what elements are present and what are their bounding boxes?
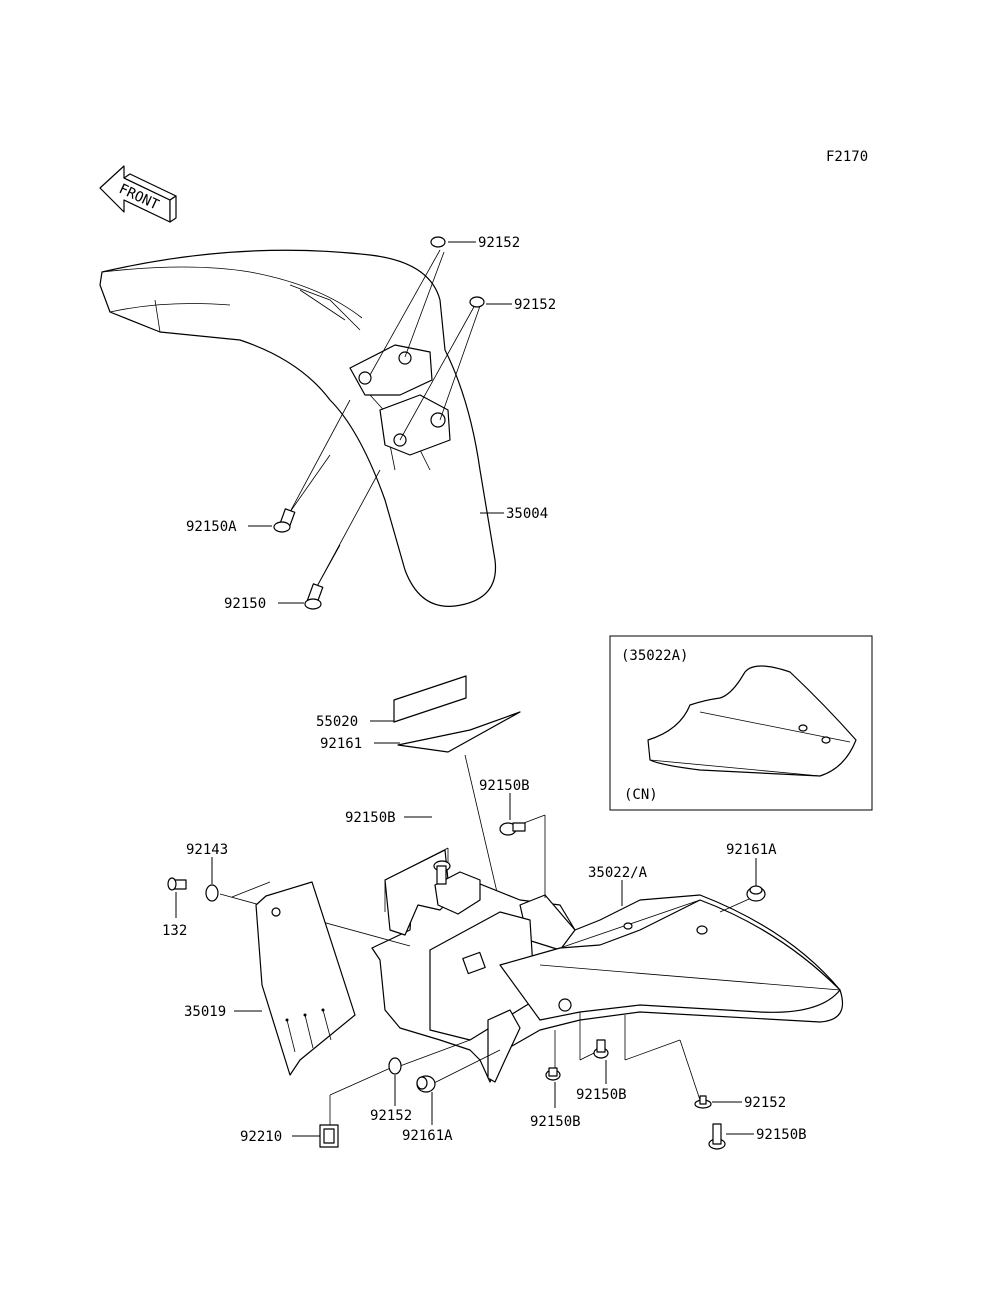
- callout-92150: 92150: [224, 596, 266, 612]
- callout-92150b-low: 92150B: [530, 1114, 581, 1130]
- figure-code: F2170: [826, 149, 868, 165]
- front-fender-leader-lines: [289, 249, 481, 591]
- callout-92150b-top: 92150B: [479, 778, 530, 794]
- callout-35004: 35004: [506, 506, 548, 522]
- callout-92210: 92210: [240, 1129, 282, 1145]
- callout-92150b-top-left: 92150B: [345, 810, 396, 826]
- license-plate-bracket: [231, 881, 356, 1076]
- callout-92150b-right: 92150B: [756, 1127, 807, 1143]
- front-fender-hardware: [273, 236, 485, 610]
- callout-92161: 92161: [320, 736, 362, 752]
- inset-variant-a: (35022A): [621, 648, 688, 664]
- callout-55020: 55020: [316, 714, 358, 730]
- rear-hardware: [167, 822, 766, 1150]
- callout-92152-a: 92152: [478, 235, 520, 251]
- seal-plates: 55020 92161: [316, 675, 521, 906]
- callout-132: 132: [162, 923, 187, 939]
- inset-variant-b: (CN): [624, 787, 658, 803]
- callout-92150a: 92150A: [186, 519, 237, 535]
- callout-35022-a: 35022/A: [588, 865, 648, 881]
- callout-92152-right: 92152: [744, 1095, 786, 1111]
- callout-92150b-mid: 92150B: [576, 1087, 627, 1103]
- callout-92152-bottom: 92152: [370, 1108, 412, 1124]
- callout-92161a-bottom: 92161A: [402, 1128, 453, 1144]
- front-arrow-icon: FRONT: [99, 165, 177, 223]
- front-fender: [99, 249, 497, 607]
- rear-fender-assembly: [371, 849, 844, 1083]
- callout-92143: 92143: [186, 842, 228, 858]
- callout-35019: 35019: [184, 1004, 226, 1020]
- callout-92161a-top: 92161A: [726, 842, 777, 858]
- callout-92152-b: 92152: [514, 297, 556, 313]
- variant-inset: (35022A) (CN): [609, 635, 873, 811]
